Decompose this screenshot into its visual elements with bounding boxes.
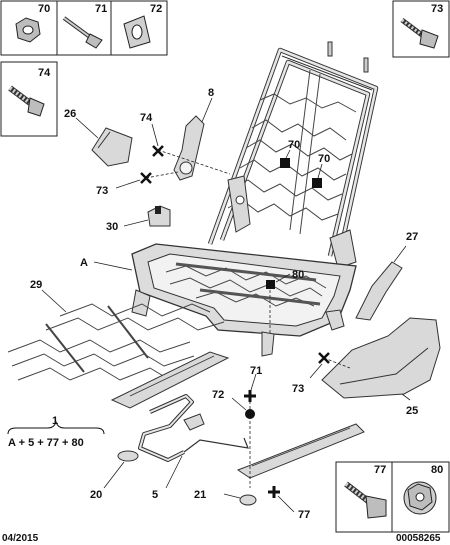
label-70-b: 70 xyxy=(318,153,330,165)
part-5-seat-rails[interactable] xyxy=(110,351,365,489)
label-30: 30 xyxy=(106,221,118,233)
cross-marker-71 xyxy=(244,390,256,402)
part-box-77[interactable]: 77 xyxy=(335,461,393,533)
label-73-left: 73 xyxy=(96,185,108,197)
washer-icon xyxy=(123,15,151,49)
flange-nut-icon xyxy=(403,481,437,515)
cross-marker-77 xyxy=(268,486,280,498)
part-box-74[interactable]: 74 xyxy=(0,61,58,137)
seat-cushion-frame[interactable] xyxy=(131,243,357,357)
label-71: 71 xyxy=(250,365,262,377)
label-21: 21 xyxy=(194,489,206,501)
label-A: A xyxy=(80,257,88,269)
label-1: 1 xyxy=(52,415,58,427)
label-5: 5 xyxy=(152,489,158,501)
label-80: 80 xyxy=(292,269,304,281)
part-number-72: 72 xyxy=(150,3,162,15)
cross-marker-74 xyxy=(152,145,164,157)
washer-position-72 xyxy=(245,409,255,419)
self-tapping-screw-icon xyxy=(400,18,439,49)
label-70-a: 70 xyxy=(288,139,300,151)
part-box-80[interactable]: 80 xyxy=(391,461,450,533)
label-29: 29 xyxy=(30,279,42,291)
part-26-bracket[interactable] xyxy=(75,117,133,167)
part-box-71[interactable]: 71 xyxy=(56,0,112,56)
label-8: 8 xyxy=(208,87,214,99)
nut-icon xyxy=(15,17,41,43)
nut-position-80 xyxy=(266,280,275,289)
part-number-71: 71 xyxy=(95,3,107,15)
assembly-formula: A + 5 + 77 + 80 xyxy=(8,437,84,449)
bolt-icon xyxy=(344,481,387,519)
cross-marker-73b xyxy=(318,352,330,364)
screw-icon xyxy=(62,16,103,49)
part-number-74: 74 xyxy=(38,67,51,79)
label-26: 26 xyxy=(64,108,76,120)
part-number-80: 80 xyxy=(431,464,443,476)
label-25: 25 xyxy=(406,405,418,417)
part-box-70[interactable]: 70 xyxy=(0,0,58,56)
part-number-73: 73 xyxy=(431,3,443,15)
label-73-right: 73 xyxy=(292,383,304,395)
part-30-bracket[interactable] xyxy=(123,205,171,227)
nut-position-70a xyxy=(280,158,290,168)
assembly-note: 1 A + 5 + 77 + 80 xyxy=(7,415,105,449)
label-27: 27 xyxy=(406,231,418,243)
footer-reference: 00058265 xyxy=(396,533,441,544)
stud-screw-icon xyxy=(8,85,45,117)
part-number-70: 70 xyxy=(38,3,50,15)
part-box-73[interactable]: 73 xyxy=(392,0,450,58)
part-box-72[interactable]: 72 xyxy=(110,0,168,56)
nut-position-70b xyxy=(312,178,322,188)
part-21-washer[interactable] xyxy=(223,493,257,506)
label-72: 72 xyxy=(212,389,224,401)
part-25-side-cover[interactable] xyxy=(321,317,441,401)
label-20: 20 xyxy=(90,489,102,501)
part-27-trim[interactable] xyxy=(355,245,407,321)
part-number-77: 77 xyxy=(374,464,386,476)
label-77: 77 xyxy=(298,509,310,521)
cross-marker-73a xyxy=(140,172,152,184)
part-8-trim[interactable] xyxy=(173,97,213,181)
footer-date: 04/2015 xyxy=(2,533,39,544)
seat-back-frame[interactable] xyxy=(207,41,379,269)
part-20-foot[interactable] xyxy=(103,450,139,489)
label-74: 74 xyxy=(140,112,153,124)
